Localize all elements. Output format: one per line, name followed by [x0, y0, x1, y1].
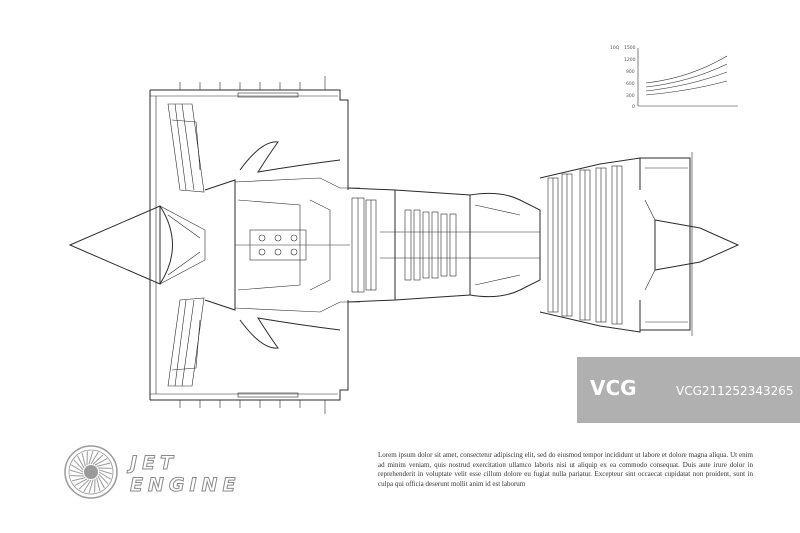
emblem-blade	[71, 477, 86, 482]
emblem-blade	[96, 477, 101, 492]
title-line-1: JET	[129, 452, 179, 475]
mini-chart-top-label: 10Q	[610, 45, 620, 51]
mini-chart-tick: 0	[632, 104, 635, 110]
mini-chart-tick: 600	[626, 81, 635, 87]
emblem-blade	[97, 475, 105, 489]
emblem-blade	[96, 462, 111, 467]
emblem-blade	[98, 471, 111, 480]
emblem-blade	[83, 479, 92, 492]
mini-chart-tick: 1200	[624, 57, 636, 63]
emblem-blade	[78, 479, 90, 490]
emblem-blade	[98, 469, 113, 475]
description-text: Lorem ipsum dolor sit amet, consectetur …	[378, 451, 753, 488]
watermark-id: VCG211252343265	[676, 384, 794, 398]
engine-drawing	[68, 76, 740, 414]
emblem-blade	[69, 469, 84, 475]
title-line-2: ENGINE	[129, 474, 241, 497]
title: JET ENGINE	[129, 452, 241, 497]
watermark-logo: VCG	[590, 376, 637, 400]
emblem-blade	[88, 450, 94, 465]
watermark-bar	[577, 357, 800, 423]
emblem-blade	[88, 479, 94, 494]
mini-chart-tick: 1500	[624, 45, 636, 51]
emblem-blade	[73, 459, 84, 471]
emblem-blade	[92, 454, 104, 465]
emblem-blade	[71, 464, 84, 473]
emblem-blade	[77, 455, 85, 469]
emblem-blade	[94, 458, 108, 466]
mini-chart-tick: 900	[626, 69, 635, 75]
mini-chart-tick: 300	[626, 93, 635, 99]
mini-chart: 10Q 1500 1200 900 600 300 0	[610, 45, 738, 110]
emblem-blade	[74, 478, 88, 486]
emblem-blade	[81, 452, 86, 467]
fan-emblem-icon	[64, 445, 118, 499]
emblem-blade	[90, 452, 99, 465]
emblem-blade	[98, 473, 109, 485]
